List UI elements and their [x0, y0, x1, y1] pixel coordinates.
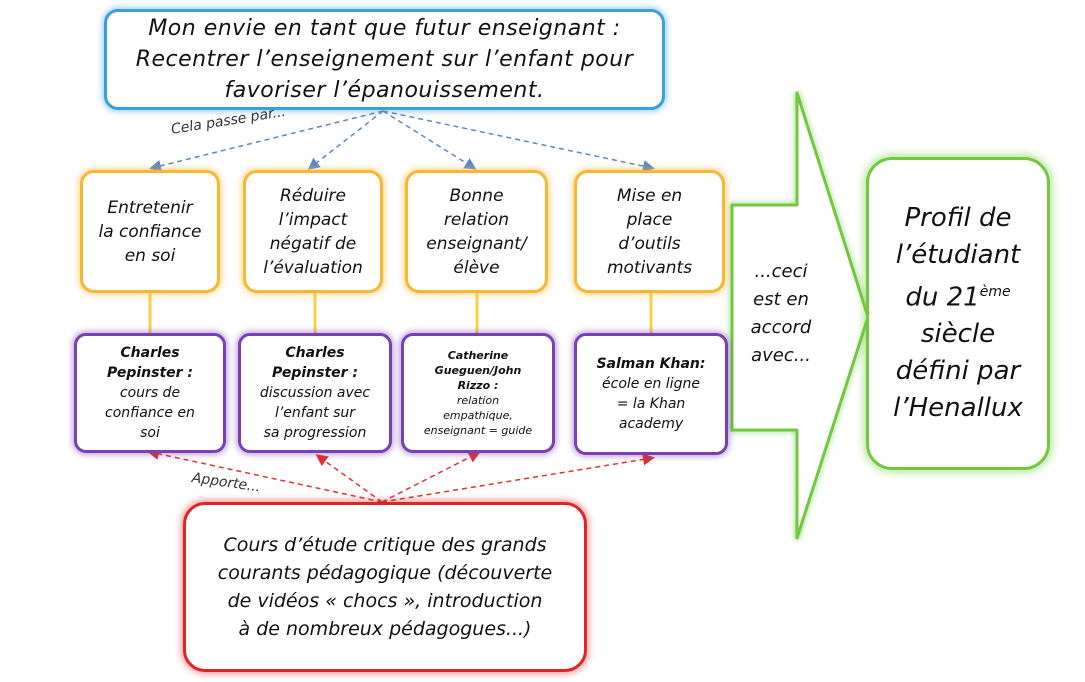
aim-box-2: Réduire l’impact négatif de l’évaluation	[243, 170, 383, 293]
aim-4-line: place	[626, 209, 673, 230]
aim-2-line: négatif de	[269, 233, 357, 254]
source-2-name: Pepinster :	[271, 365, 359, 381]
source-4-name: Salman Khan:	[596, 356, 706, 372]
aim-3-line: relation	[443, 209, 510, 230]
source-box-4: Salman Khan: école en ligne = la Khan ac…	[574, 333, 728, 455]
profile-line-4: siècle	[920, 319, 996, 350]
profile-line-3: du 21ème	[905, 274, 1010, 317]
arrow-to-source-4	[381, 453, 655, 503]
aim-3-line: Bonne	[449, 185, 504, 206]
aim-1-line: Entretenir	[107, 197, 193, 218]
aim-box-4: Mise en place d’outils motivants	[574, 170, 725, 293]
source-2-desc: sa progression	[263, 425, 367, 441]
top-goal-line-1: Mon envie en tant que futur enseignant :	[148, 16, 621, 41]
aim-3-line: enseignant/	[426, 233, 527, 254]
top-goal-line-2: Recentrer l’enseignement sur l’enfant po…	[135, 47, 634, 72]
aim-box-1: Entretenir la confiance en soi	[80, 170, 220, 293]
arrow-to-aim-3	[382, 110, 477, 170]
aim-1-line: la confiance	[98, 221, 202, 242]
course-line-1: Cours d’étude critique des grands	[223, 534, 547, 556]
source-1-name: Pepinster :	[106, 365, 194, 381]
source-1-desc: soi	[140, 425, 160, 441]
source-4-desc: academy	[618, 416, 684, 432]
source-3-name: Rizzo :	[457, 379, 499, 392]
aim-box-3: Bonne relation enseignant/ élève	[405, 170, 548, 293]
profile-line-6: l’Henallux	[893, 393, 1023, 424]
top-goal-line-3: favoriser l’épanouissement.	[224, 78, 545, 103]
source-1-desc: cours de	[119, 385, 181, 401]
arrow-to-source-2	[315, 454, 383, 503]
aim-2-line: Réduire	[279, 185, 346, 206]
aim-4-line: Mise en	[616, 185, 683, 206]
arrow-to-aim-2	[307, 110, 384, 170]
source-box-3: Catherine Gueguen/John Rizzo : relation …	[401, 333, 555, 453]
arrow-text-line: accord	[750, 317, 812, 338]
source-3-desc: enseignant = guide	[423, 424, 533, 437]
source-3-name: Gueguen/John	[434, 364, 522, 377]
aim-3-line: élève	[453, 257, 500, 278]
top-goal-box: Mon envie en tant que futur enseignant :…	[104, 9, 665, 110]
profile-box: Profil de l’étudiant du 21ème siècle déf…	[866, 157, 1050, 470]
source-1-name: Charles	[120, 345, 180, 361]
source-4-desc: = la Khan	[616, 396, 686, 412]
course-line-4: à de nombreux pédagogues...)	[238, 618, 532, 640]
profile-century: du 21	[905, 282, 980, 313]
source-3-desc: empathique,	[443, 409, 513, 422]
source-2-desc: l’enfant sur	[274, 405, 356, 421]
arrow-to-aim-1	[149, 110, 384, 172]
profile-line-2: l’étudiant	[895, 239, 1021, 270]
source-box-1: Charles Pepinster : cours de confiance e…	[74, 333, 226, 453]
source-1-desc: confiance en	[105, 405, 195, 421]
aim-4-line: motivants	[606, 257, 693, 278]
arrow-to-source-1	[147, 448, 383, 503]
aim-1-line: en soi	[124, 245, 176, 266]
arrow-text-line: est en	[753, 289, 809, 310]
arrow-text: ...ceci est en accord avec...	[745, 258, 817, 370]
source-2-desc: discussion avec	[259, 385, 371, 401]
profile-line-5: défini par	[895, 356, 1021, 387]
aim-2-line: l’évaluation	[263, 257, 363, 278]
arrow-to-aim-4	[382, 110, 655, 173]
aim-2-line: l’impact	[278, 209, 348, 230]
profile-line-1: Profil de	[904, 202, 1012, 233]
course-box: Cours d’étude critique des grands couran…	[183, 502, 587, 672]
aim-4-line: d’outils	[618, 233, 681, 254]
arrow-text-line: ...ceci	[754, 261, 808, 282]
course-line-3: de vidéos « chocs », introduction	[227, 590, 543, 612]
course-line-2: courants pédagogique (découverte	[217, 562, 553, 584]
source-3-desc: relation	[456, 394, 500, 407]
big-arrow-shape	[730, 91, 870, 540]
profile-century-suffix: ème	[979, 283, 1011, 300]
source-box-2: Charles Pepinster : discussion avec l’en…	[238, 333, 392, 453]
source-4-desc: école en ligne	[602, 376, 700, 392]
source-2-name: Charles	[285, 345, 345, 361]
source-3-name: Catherine	[447, 349, 509, 362]
arrow-text-line: avec...	[751, 345, 811, 366]
